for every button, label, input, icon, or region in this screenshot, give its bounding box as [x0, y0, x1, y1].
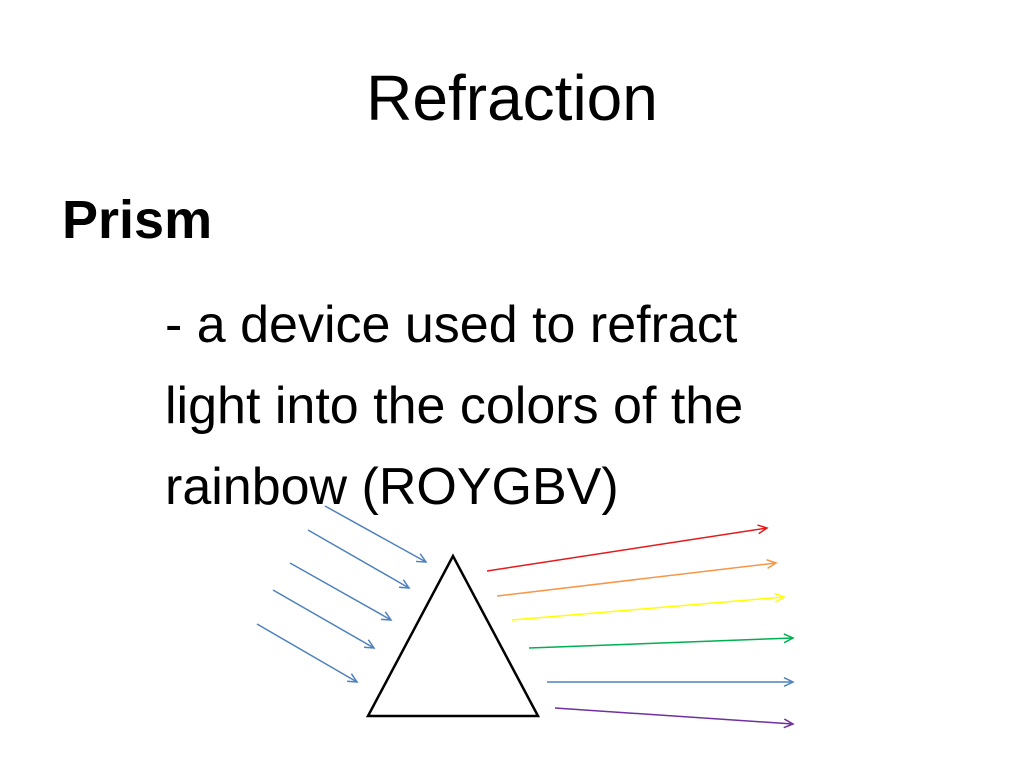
outgoing-ray-3 [511, 592, 786, 621]
incoming-ray-3 [289, 562, 393, 621]
outgoing-ray-5 [547, 676, 795, 688]
incoming-ray-2 [307, 529, 411, 589]
definition-line-1: - a device used to refract [165, 296, 738, 354]
outgoing-ray-1 [486, 524, 769, 572]
prism-triangle [365, 553, 541, 718]
outgoing-ray-4 [528, 633, 795, 649]
incoming-ray-4 [272, 589, 376, 649]
term-heading: Prism [62, 190, 213, 250]
incoming-ray-5 [256, 623, 359, 683]
definition-line-2: light into the colors of the [165, 377, 744, 435]
incoming-light-rays [256, 505, 428, 683]
outgoing-ray-6 [554, 707, 795, 729]
definition-text: - a device used to refract light into th… [165, 285, 945, 528]
outgoing-ray-2 [496, 559, 778, 597]
slide-title: Refraction [366, 62, 658, 134]
definition-line-3: rainbow (ROYGBV) [165, 458, 619, 516]
outgoing-color-rays [486, 524, 795, 729]
